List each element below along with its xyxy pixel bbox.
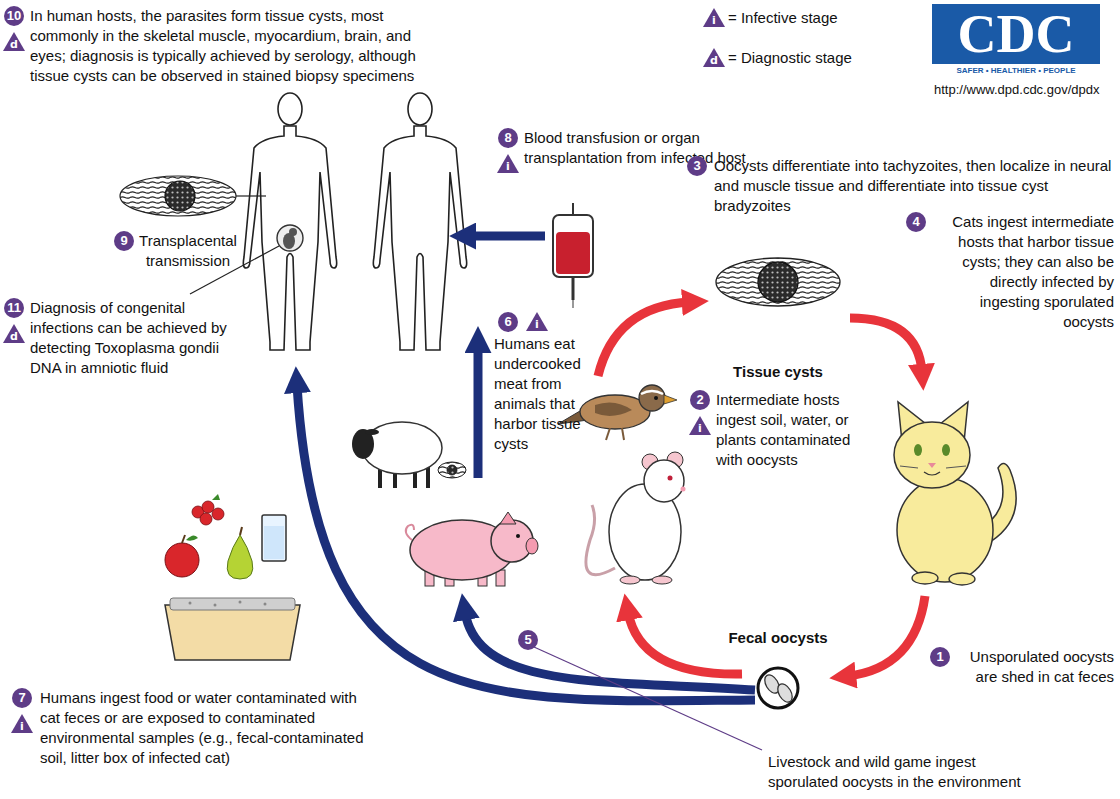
annotation-text: Livestock and wild game ingest sporulate… xyxy=(768,752,1038,792)
pig xyxy=(406,512,538,586)
tissue-cyst-illustration xyxy=(716,258,840,306)
callout-number: 3 xyxy=(687,156,707,176)
transmission-arrow xyxy=(474,345,483,478)
fetus xyxy=(277,225,303,251)
annotation-text: Transplacental transmission xyxy=(136,231,240,271)
callout-number: 6 xyxy=(498,312,518,332)
stage-icon: i xyxy=(526,312,548,331)
stage-icon: d xyxy=(3,32,25,51)
callout-number: 9 xyxy=(114,231,134,251)
litter-box xyxy=(165,598,300,660)
stage-label: Fecal oocysts xyxy=(708,628,848,648)
logo-tagline: SAFER • HEALTHIER • PEOPLE xyxy=(932,66,1100,76)
food-and-water xyxy=(165,494,286,579)
annotation-text: Unsporulated oocysts are shed in cat fec… xyxy=(946,647,1114,687)
muscle-tissue-cyst xyxy=(120,176,266,216)
transmission-arrow xyxy=(465,612,755,690)
callout-number: 10 xyxy=(4,6,24,26)
annotation-text: Intermediate hosts ingest soil, water, o… xyxy=(716,390,856,470)
logo-panel xyxy=(932,4,1100,64)
stage-icon: i xyxy=(689,416,711,435)
legend-text: = Infective stage xyxy=(728,8,838,28)
callout-number: 4 xyxy=(906,212,926,232)
annotation-text: Humans ingest food or water contaminated… xyxy=(40,688,370,768)
annotation-text: Diagnosis of congenital infections can b… xyxy=(30,298,245,378)
stage-icon: i xyxy=(497,154,519,173)
cycle-arrow xyxy=(598,302,690,376)
cat xyxy=(894,402,1016,585)
logo-text: CDC xyxy=(932,4,1100,64)
stage-icon: i xyxy=(11,714,33,733)
blood-bag xyxy=(553,203,593,308)
stage-icon: d xyxy=(703,48,725,67)
callout-number: 1 xyxy=(930,647,950,667)
stage-label: Tissue cysts xyxy=(708,362,848,382)
leader-line xyxy=(534,647,762,750)
cycle-arrow xyxy=(850,318,922,372)
callout-number: 7 xyxy=(12,688,32,708)
annotation-text: In human hosts, the parasites form tissu… xyxy=(30,6,420,86)
annotation-text: Humans eat undercooked meat from animals… xyxy=(494,334,594,454)
callout-number: 11 xyxy=(4,298,24,318)
human-figure xyxy=(373,93,466,350)
legend-text: = Diagnostic stage xyxy=(728,48,852,68)
cycle-arrow xyxy=(628,612,742,674)
cycle-arrow xyxy=(848,596,925,676)
callout-number: 5 xyxy=(518,630,538,650)
annotation-text: Oocysts differentiate into tachyzoites, … xyxy=(714,156,1112,216)
sheep xyxy=(352,422,442,488)
rat xyxy=(586,452,686,584)
stage-icon: d xyxy=(3,324,25,343)
oocyst xyxy=(758,668,798,708)
human-figure xyxy=(243,93,336,350)
callout-number: 2 xyxy=(690,390,710,410)
url-text: http://www.dpd.cdc.gov/dpdx xyxy=(934,80,1099,100)
annotation-text: Cats ingest intermediate hosts that harb… xyxy=(928,212,1114,332)
callout-number: 8 xyxy=(498,128,518,148)
stage-icon: i xyxy=(703,8,725,27)
transmission-arrow xyxy=(468,232,545,241)
transmission-arrow xyxy=(297,385,755,701)
muscle-tissue-cyst xyxy=(438,462,466,478)
